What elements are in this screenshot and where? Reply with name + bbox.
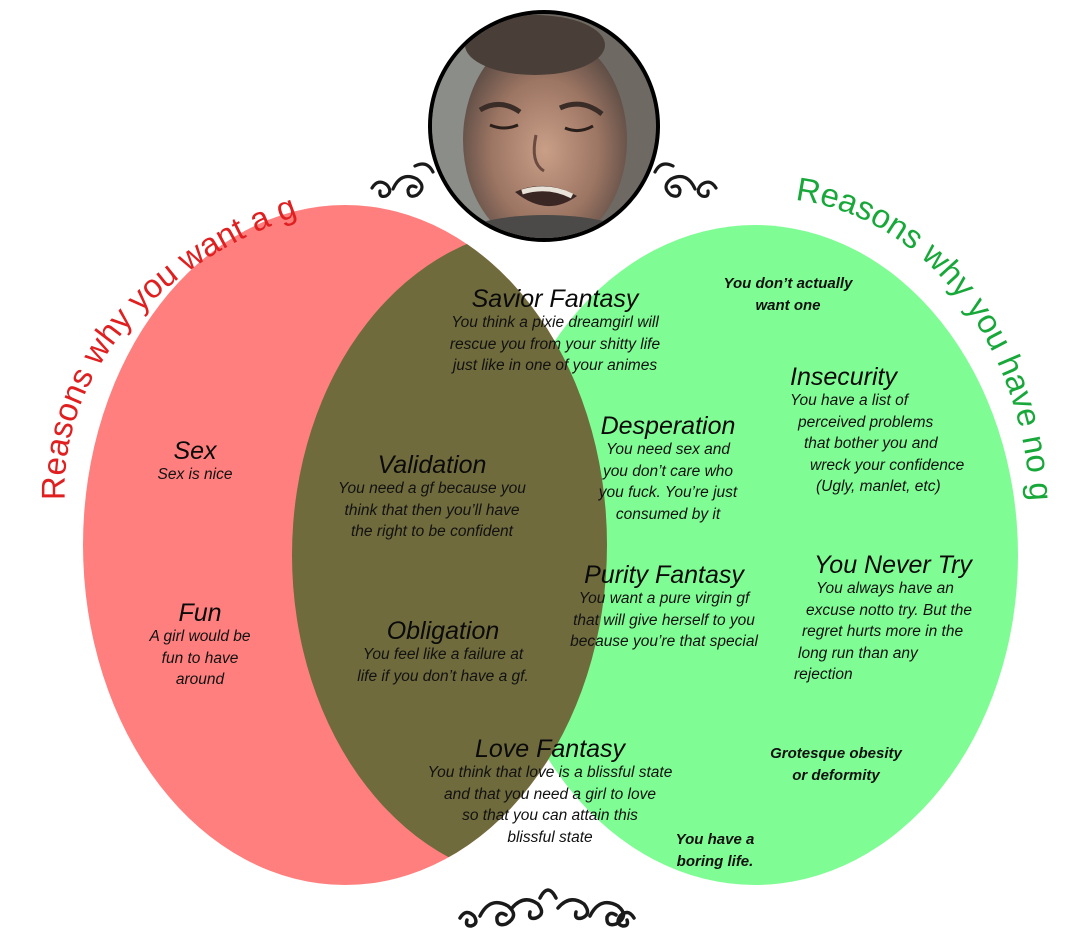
desperation-item: Desperation You need sex and you don’t c… <box>570 413 766 525</box>
validation-item: Validation You need a gf because you thi… <box>310 452 554 543</box>
obligation-line: You feel like a failure at <box>362 646 524 664</box>
purity-fantasy-line: You want a pure virgin gf <box>578 590 750 608</box>
insecurity-line: You have a list of <box>790 392 909 410</box>
purity-fantasy-line: because you’re that special <box>570 633 758 651</box>
love-fantasy-item: Love Fantasy You think that love is a bl… <box>395 736 705 848</box>
never-try-line: rejection <box>794 666 853 684</box>
never-try-line: You always have an <box>816 580 954 598</box>
insecurity-line: that bother you and <box>804 435 938 453</box>
never-try-item: You Never Try You always have an excuse … <box>792 552 1017 686</box>
fun-description-line: around <box>175 671 225 689</box>
grotesque-line: Grotesque obesity <box>770 745 902 762</box>
crying-man-face-photo-icon <box>428 10 660 242</box>
savior-fantasy-item: Savior Fantasy You think a pixie dreamgi… <box>400 286 710 377</box>
purity-fantasy-line: that will give herself to you <box>573 611 755 629</box>
insecurity-line: wreck your confidence <box>810 456 965 474</box>
savior-fantasy-line: You think a pixie dreamgirl will <box>451 314 659 332</box>
insecurity-line: perceived problems <box>798 413 934 431</box>
love-fantasy-line: You think that love is a blissful state <box>427 764 673 782</box>
desperation-line: You need sex and <box>605 441 731 459</box>
validation-line: You need a gf because you <box>338 480 526 498</box>
fun-description-line: A girl would be <box>149 628 251 646</box>
validation-line: the right to be confident <box>350 523 513 541</box>
no-gf-circle <box>492 225 1018 885</box>
savior-fantasy-line: rescue you from your shitty life <box>449 335 661 353</box>
insecurity-heading: Insecurity <box>790 363 897 391</box>
desperation-line: you don’t care who <box>602 462 734 480</box>
desperation-line: you fuck. You’re just <box>598 484 738 502</box>
desperation-line: consumed by it <box>615 505 721 523</box>
obligation-line: life if you don’t have a gf. <box>357 667 529 685</box>
savior-fantasy-heading: Savior Fantasy <box>471 285 639 313</box>
validation-line: think that then you’ll have <box>344 501 520 519</box>
obligation-item: Obligation You feel like a failure at li… <box>330 618 556 687</box>
top-ornament-icon <box>370 162 718 199</box>
savior-fantasy-line: just like in one of your animes <box>452 357 658 375</box>
sex-heading: Sex <box>173 437 217 465</box>
fun-description-line: fun to have <box>161 649 239 667</box>
never-try-heading: You Never Try <box>814 551 972 579</box>
grotesque-item: Grotesque obesity or deformity <box>742 743 930 787</box>
boring-life-line: You have a <box>675 831 755 848</box>
purity-fantasy-item: Purity Fantasy You want a pure virgin gf… <box>544 562 784 653</box>
desperation-heading: Desperation <box>600 412 736 440</box>
fun-heading: Fun <box>178 599 222 627</box>
grotesque-line: or deformity <box>792 767 880 784</box>
purity-fantasy-heading: Purity Fantasy <box>584 561 744 589</box>
bottom-ornament-icon <box>458 888 636 928</box>
not-want-line: want one <box>755 297 821 314</box>
overlap-region <box>292 227 607 883</box>
boring-life-line: boring life. <box>676 853 754 870</box>
love-fantasy-heading: Love Fantasy <box>474 735 626 763</box>
insecurity-item: Insecurity You have a list of perceived … <box>790 364 1000 498</box>
obligation-heading: Obligation <box>386 617 500 645</box>
never-try-line: regret hurts more in the <box>802 623 964 641</box>
validation-heading: Validation <box>377 451 487 479</box>
never-try-line: excuse notto try. But the <box>806 601 972 619</box>
not-want-item: You don’t actually want one <box>700 273 876 317</box>
love-fantasy-line: and that you need a girl to love <box>444 785 656 803</box>
love-fantasy-line: blissful state <box>507 828 593 846</box>
fun-item: Fun A girl would be fun to have around <box>120 600 280 691</box>
insecurity-line: (Ugly, manlet, etc) <box>816 478 941 496</box>
never-try-line: long run than any <box>798 644 918 662</box>
not-want-line: You don’t actually <box>723 275 853 292</box>
boring-life-item: You have a boring life. <box>660 829 770 873</box>
love-fantasy-line: so that you can attain this <box>462 807 638 825</box>
sex-item: Sex Sex is nice <box>130 438 260 486</box>
sex-description: Sex is nice <box>157 466 233 484</box>
